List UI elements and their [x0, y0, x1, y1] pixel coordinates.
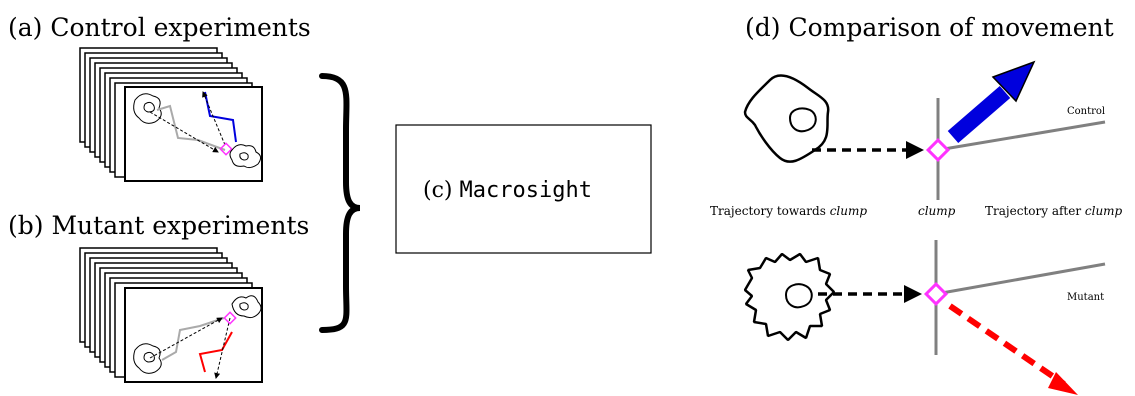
control-blue-arrow	[947, 85, 1011, 144]
trajectory-towards-label: Trajectory towards clump	[710, 204, 867, 218]
curly-brace-icon	[319, 73, 361, 333]
mutant-frame-stack	[79, 247, 263, 383]
panel-a-title: (a) Control experiments	[8, 13, 311, 42]
control-gray-trajectory	[156, 104, 226, 151]
mutant-clump-marker	[923, 281, 949, 307]
panel-c-prefix: (c)	[423, 178, 459, 203]
mutant-cell-icon	[743, 252, 835, 341]
mutant-red-trajectory	[198, 331, 233, 373]
panel-d-title: (d) Comparison of movement	[745, 13, 1114, 42]
panel-b-title: (b) Mutant experiments	[8, 211, 309, 240]
mutant-red-arrow	[948, 303, 1066, 387]
mutant-horizontal-axis	[935, 262, 1106, 296]
macrosight-name: Macrosight	[459, 178, 591, 203]
control-blue-trajectory	[204, 91, 237, 143]
macrosight-box	[395, 124, 652, 254]
mutant-label: Mutant	[1067, 292, 1104, 303]
clump-label: clump	[918, 204, 956, 218]
control-frame-stack	[79, 47, 263, 182]
control-comparison: Control	[743, 60, 1106, 200]
cell-shape-icon	[133, 93, 162, 124]
control-label: Control	[1067, 106, 1105, 117]
control-horizontal-axis	[937, 120, 1106, 152]
mutant-comparison: Mutant	[743, 240, 1106, 395]
mutant-gray-trajectory	[161, 317, 225, 361]
control-cell-icon	[743, 74, 830, 163]
macrosight-label: (c) Macrosight	[423, 178, 592, 203]
trajectory-after-label: Trajectory after clump	[985, 204, 1123, 218]
control-clump-marker	[925, 137, 951, 163]
